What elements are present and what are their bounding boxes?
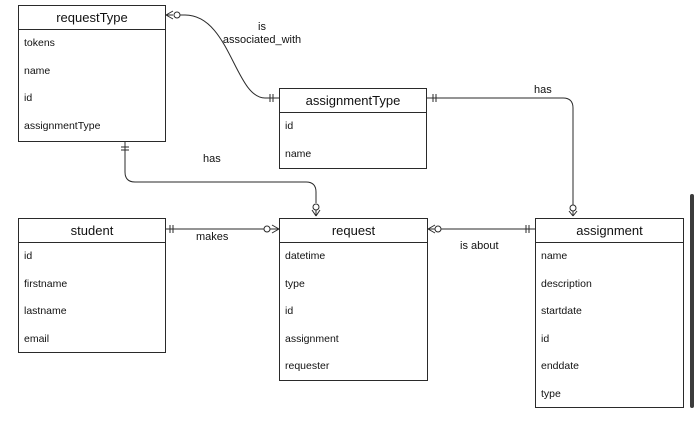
attribute-assignmentType: assignmentType: [24, 119, 101, 132]
attribute-name: name: [285, 147, 312, 160]
label-associated-with-line1: is: [258, 21, 266, 33]
one-only-marker-icon: [525, 225, 530, 233]
attribute-name: name: [541, 250, 568, 262]
one-only-marker-icon: [269, 94, 274, 102]
entity-assignmentType[interactable]: assignmentType id name: [279, 88, 427, 169]
attribute-requester: requester: [285, 360, 330, 372]
label-makes: makes: [196, 231, 229, 243]
attribute-name: name: [24, 64, 51, 77]
entity-title: requestType: [19, 6, 165, 30]
one-only-marker-icon: [169, 225, 174, 233]
one-only-marker-icon: [121, 146, 129, 151]
crowfoot-zero-many-icon: [568, 204, 578, 217]
attribute-startdate: startdate: [541, 305, 582, 317]
attribute-lastname: lastname: [24, 305, 67, 317]
label-has-request: has: [203, 153, 221, 165]
crowfoot-zero-many-icon: [165, 10, 181, 20]
attribute-id: id: [285, 305, 294, 317]
entity-assignment[interactable]: assignment name description startdate id…: [535, 218, 684, 408]
edge-has-assignment: [427, 97, 574, 205]
entity-title: request: [280, 219, 427, 243]
entity-title: assignment: [536, 219, 683, 243]
attribute-type: type: [541, 387, 561, 400]
edge-has-request: [124, 142, 317, 203]
attribute-id: id: [285, 120, 294, 132]
attribute-assignment: assignment: [285, 332, 339, 345]
entity-request[interactable]: request datetime type id assignment requ…: [279, 218, 428, 381]
crowfoot-zero-many-icon: [311, 203, 321, 217]
crowfoot-zero-many-icon: [427, 224, 442, 234]
attribute-firstname: firstname: [24, 277, 68, 290]
label-associated-with: is associated_with: [220, 21, 304, 47]
attribute-email: email: [24, 332, 50, 345]
attribute-enddate: enddate: [541, 360, 579, 372]
label-has-assignment: has: [534, 84, 552, 96]
attribute-description: description: [541, 277, 592, 290]
entity-title: student: [19, 219, 165, 243]
attribute-tokens: tokens: [24, 37, 55, 49]
edge-associated-with: [180, 14, 279, 99]
attribute-datetime: datetime: [285, 250, 326, 262]
label-is-about: is about: [460, 240, 499, 252]
attribute-type: type: [285, 277, 305, 290]
entity-student[interactable]: student id firstname lastname email: [18, 218, 166, 353]
crowfoot-zero-many-icon: [263, 224, 280, 234]
attribute-id: id: [24, 92, 33, 104]
one-only-marker-icon: [432, 94, 437, 102]
attribute-id: id: [24, 250, 33, 262]
attribute-id: id: [541, 332, 550, 345]
entity-title: assignmentType: [280, 89, 426, 113]
label-associated-with-line2: associated_with: [222, 34, 302, 46]
vertical-scrollbar[interactable]: [690, 194, 694, 408]
entity-requestType[interactable]: requestType tokens name id assignmentTyp…: [18, 5, 166, 142]
